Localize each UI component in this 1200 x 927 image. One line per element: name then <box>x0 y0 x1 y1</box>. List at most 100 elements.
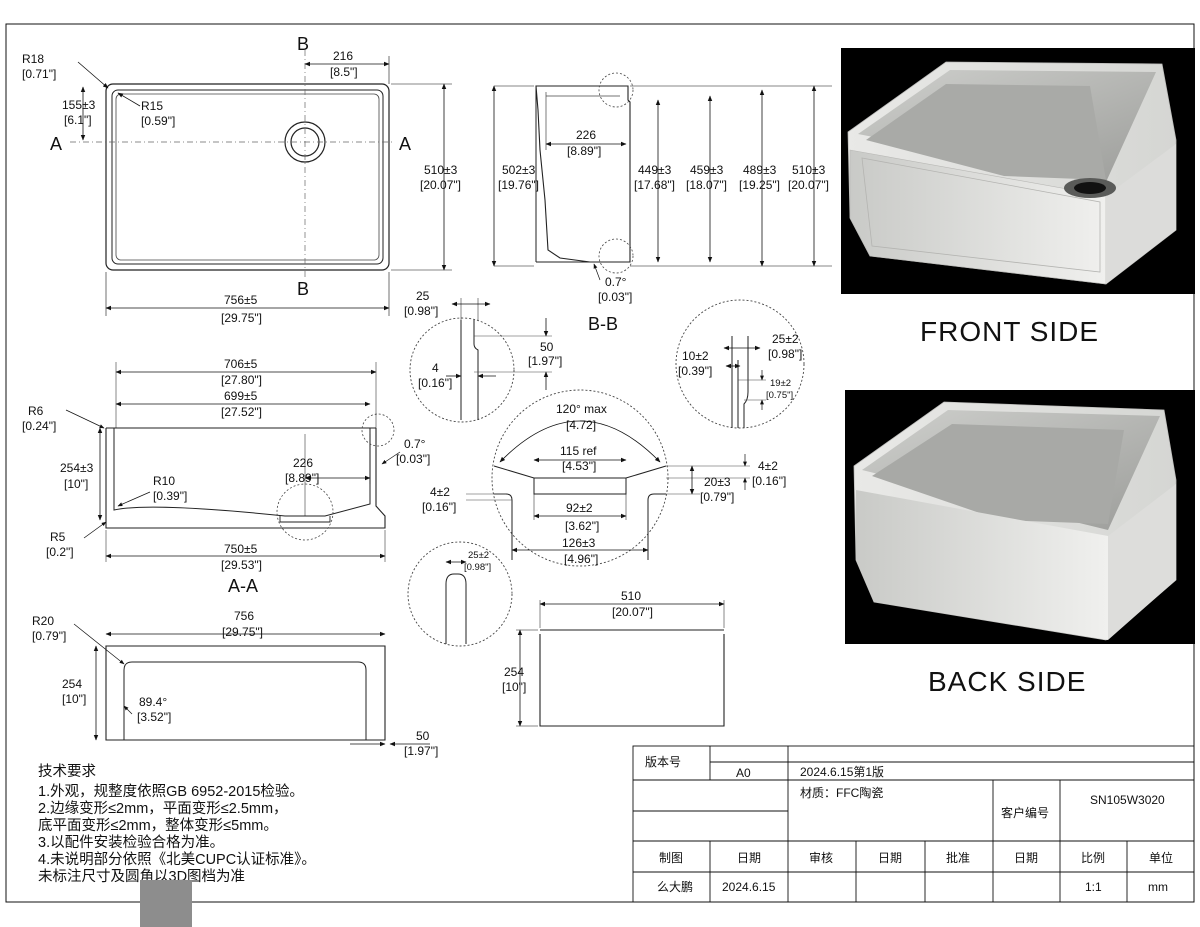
front-angle-inch: [3.52"] <box>137 710 171 724</box>
d510-top-label: 510±3 <box>424 163 458 177</box>
aa-r10-inch: [0.39"] <box>153 489 187 503</box>
r18-label: R18 <box>22 52 44 66</box>
tb-customer-label: 客户编号 <box>1001 805 1049 820</box>
rim-d4-inch: [0.16"] <box>418 376 452 390</box>
top-view-rim <box>111 89 384 265</box>
aa-r6-inch: [0.24"] <box>22 419 56 433</box>
section-b-top-label: B <box>297 34 309 54</box>
d756-inch: [29.75"] <box>221 311 262 325</box>
d510-bb-label: 510±3 <box>792 163 826 177</box>
render-front-label: FRONT SIDE <box>920 316 1099 347</box>
d226-bb-inch: [8.89"] <box>567 144 601 158</box>
tb-v-scale: 1:1 <box>1085 880 1102 894</box>
d155-label: 155±3 <box>62 98 96 112</box>
d756-label: 756±5 <box>224 293 258 307</box>
side-d254-inch: [10"] <box>502 680 526 694</box>
notes-line-4: 3.以配件安装检验合格为准。 <box>38 834 224 851</box>
drain-d115-inch: [4.53"] <box>562 459 596 473</box>
section-a-right-label: A <box>399 134 411 154</box>
drain-d115-label: 115 ref <box>560 444 597 458</box>
aa-d750-inch: [29.53"] <box>221 558 262 572</box>
side-d510-label: 510 <box>621 589 641 603</box>
tb-h-review: 审核 <box>809 850 833 865</box>
title-block <box>632 745 1195 903</box>
side-d510-inch: [20.07"] <box>612 605 653 619</box>
front-d50-label: 50 <box>416 729 430 743</box>
front-d254-inch: [10"] <box>62 692 86 706</box>
drain-d126-label: 126±3 <box>562 536 596 550</box>
d449-label: 449±3 <box>638 163 672 177</box>
section-bb-outline <box>535 85 631 263</box>
front-d254-label: 254 <box>62 677 82 691</box>
aa-r10-label: R10 <box>153 474 175 488</box>
front-r20-inch: [0.79"] <box>32 629 66 643</box>
drain-d20-inch: [0.79"] <box>700 490 734 504</box>
rim-r-d10-label: 10±2 <box>682 349 709 363</box>
d459-inch: [18.07"] <box>686 178 727 192</box>
render-back-label: BACK SIDE <box>928 666 1086 697</box>
aa-angle-inch: [0.03"] <box>396 452 430 466</box>
rim-d50-inch: [1.97"] <box>528 354 562 368</box>
render-front <box>841 48 1195 294</box>
d502-inch: [19.76"] <box>498 178 539 192</box>
aa-r6-label: R6 <box>28 404 44 418</box>
d510-bb-inch: [20.07"] <box>788 178 829 192</box>
tb-version-note: 2024.6.15第1版 <box>800 765 884 779</box>
d216-inch: [8.5"] <box>330 65 358 79</box>
section-bb-title: B-B <box>588 314 618 334</box>
aa-d254-inch: [10"] <box>64 477 88 491</box>
d449-inch: [17.68"] <box>634 178 675 192</box>
d155-inch: [6.1"] <box>64 113 92 127</box>
notes-line-3: 底平面变形≤2mm，整体变形≤5mm。 <box>38 817 278 834</box>
tb-v-unit: mm <box>1148 880 1168 894</box>
detail-corner: 25±2 [0.98"] <box>407 541 513 647</box>
tb-version-value: A0 <box>736 766 751 780</box>
detail-rim-left: 25 [0.98"] 50 [1.97"] 4 [0.16"] <box>404 289 562 423</box>
corner-d25-inch: [0.98"] <box>464 562 491 573</box>
tb-v-drafter: 么大鹏 <box>657 880 693 894</box>
d226-bb-label: 226 <box>576 128 596 142</box>
technical-notes: 技术要求 1.外观，规整度依照GB 6952-2015检验。 2.边缘变形≤2m… <box>38 763 316 885</box>
aa-r5-label: R5 <box>50 530 66 544</box>
drain-hole-outer <box>284 121 326 163</box>
section-a-left-label: A <box>50 134 62 154</box>
drain-d4r-inch: [0.16"] <box>752 474 786 488</box>
tb-version-label: 版本号 <box>645 755 681 769</box>
d216-label: 216 <box>333 49 353 63</box>
drain-d4r-label: 4±2 <box>758 459 778 473</box>
top-view-bowl <box>115 93 380 261</box>
aa-angle-label: 0.7° <box>404 437 426 451</box>
notes-line-1: 1.外观，规整度依照GB 6952-2015检验。 <box>38 783 304 800</box>
top-view-outline <box>105 83 390 271</box>
bb-angle-inch: [0.03"] <box>598 290 632 304</box>
drain-angle-label: 120° max <box>556 402 607 416</box>
aa-d226-label: 226 <box>293 456 313 470</box>
notes-line-2: 2.边缘变形≤2mm，平面变形≤2.5mm， <box>38 800 288 817</box>
tb-h-draw: 制图 <box>659 851 683 865</box>
d489-label: 489±3 <box>743 163 777 177</box>
side-d254-label: 254 <box>504 665 524 679</box>
aa-d706-label: 706±5 <box>224 357 258 371</box>
drain-d4l-label: 4±2 <box>430 485 450 499</box>
tb-h-date1: 日期 <box>737 851 761 865</box>
rim-d25-label: 25 <box>416 289 430 303</box>
notes-line-6: 未标注尺寸及圆角以3D图档为准 <box>38 868 245 885</box>
tb-model-no: SN105W3020 <box>1090 793 1165 807</box>
gray-marker-block <box>140 880 192 927</box>
d510-top-inch: [20.07"] <box>420 178 461 192</box>
front-d756-label: 756 <box>234 609 254 623</box>
tb-material: 材质：FFC陶瓷 <box>800 785 883 800</box>
section-bb: B-B 502±3 [19.76"] 226 [8.89"] 449±3 [17… <box>491 72 832 334</box>
tb-h-date3: 日期 <box>1014 851 1038 865</box>
rim-r-d19-inch: [0.75"] <box>766 390 793 401</box>
render-back <box>845 390 1195 644</box>
rim-d25-inch: [0.98"] <box>404 304 438 318</box>
front-r20-label: R20 <box>32 614 54 628</box>
d502-label: 502±3 <box>502 163 536 177</box>
aa-d254-label: 254±3 <box>60 461 94 475</box>
detail-rim-right: 25±2 [0.98"] 10±2 [0.39"] 19±2 [0.75"] <box>675 299 805 429</box>
front-angle-label: 89.4° <box>139 695 167 709</box>
d489-inch: [19.25"] <box>739 178 780 192</box>
drain-angle-inch: [4.72] <box>566 418 596 432</box>
